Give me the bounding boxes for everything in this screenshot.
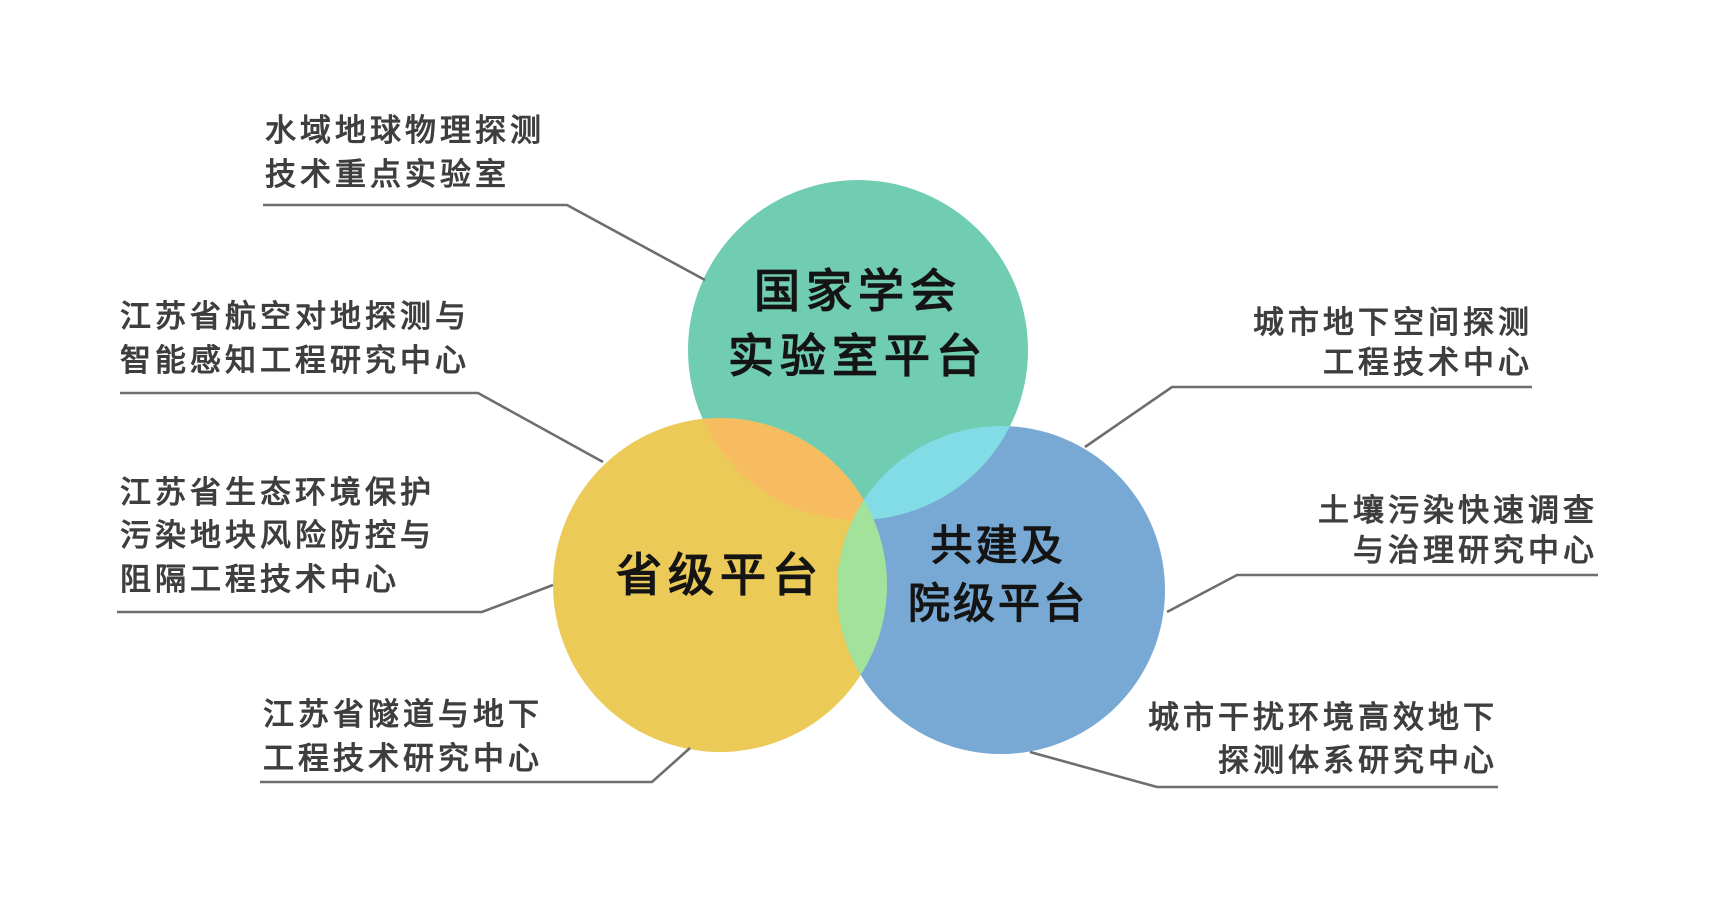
callout-right-middle-line1: 土壤污染快速调查: [1318, 493, 1598, 528]
callout-left-middle-line3: 阻隔工程技术中心: [120, 562, 400, 597]
callout-top-left-line1: 水域地球物理探测: [265, 113, 545, 148]
callout-right-middle-line2: 与治理研究中心: [1353, 533, 1598, 568]
callout-left-upper-line1: 江苏省航空对地探测与: [120, 299, 470, 334]
callout-top-right-line2: 工程技术中心: [1323, 345, 1533, 380]
connector-line-bottom-left: [260, 747, 691, 784]
connector-line-left-upper: [120, 391, 604, 464]
callout-bottom-left-line2: 工程技术研究中心: [263, 741, 543, 776]
national-platform-title-line2: 实验室平台: [728, 331, 988, 382]
callout-bottom-right-line1: 城市干扰环境高效地下: [1148, 700, 1498, 735]
callout-left-middle-line2: 污染地块风险防控与: [120, 518, 435, 553]
callout-top-left-line2: 技术重点实验室: [265, 157, 510, 192]
callout-bottom-right-line2: 探测体系研究中心: [1218, 743, 1498, 778]
national-platform-title-line1: 国家学会: [754, 266, 962, 317]
connector-line-top-left: [263, 203, 706, 282]
cobuilt-platform-title-line1: 共建及: [930, 523, 1065, 570]
provincial-platform-title: 省级平台: [616, 550, 824, 601]
overlap-national-cobuilt: [837, 426, 1028, 520]
connector-line-top-right: [1084, 385, 1532, 449]
callout-left-upper-line2: 智能感知工程研究中心: [120, 343, 470, 378]
overlap-national-provincial: [688, 418, 887, 520]
callout-left-middle-line1: 江苏省生态环境保护: [120, 475, 435, 510]
cobuilt-platform-title-line2: 院级平台: [908, 581, 1088, 628]
connector-line-bottom-right: [1029, 750, 1498, 789]
connector-line-left-middle: [117, 583, 554, 614]
connector-line-right-middle: [1166, 573, 1598, 614]
callout-top-right-line1: 城市地下空间探测: [1253, 305, 1533, 340]
callout-bottom-left-line1: 江苏省隧道与地下: [263, 697, 543, 732]
